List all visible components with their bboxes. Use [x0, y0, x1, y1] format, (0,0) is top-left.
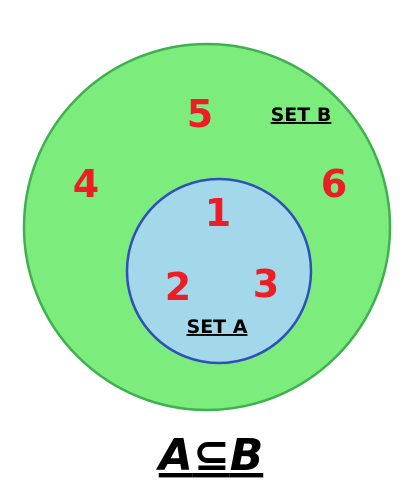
- element-3: 3: [253, 262, 279, 306]
- element-4: 4: [73, 162, 99, 206]
- set-a-circle: [125, 177, 313, 365]
- set-a-label: SET A: [187, 316, 248, 338]
- element-5: 5: [187, 92, 213, 136]
- element-2: 2: [165, 265, 191, 309]
- relation-right: B: [230, 430, 264, 481]
- element-6: 6: [321, 162, 347, 206]
- subset-relation: A⊆B: [156, 430, 263, 481]
- element-1: 1: [205, 191, 231, 235]
- set-b-label: SET B: [271, 104, 332, 126]
- relation-symbol: ⊆: [193, 430, 230, 481]
- relation-left: A: [156, 430, 193, 481]
